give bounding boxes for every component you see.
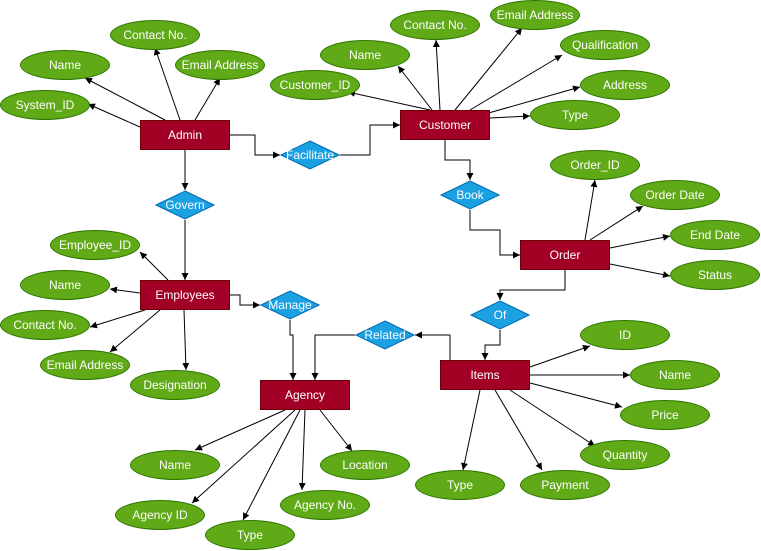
edge-admin-name <box>84 77 166 121</box>
attr-customer-id[interactable]: Customer_ID <box>270 70 360 100</box>
diamond-shape <box>440 180 500 210</box>
edge-employee-name <box>109 286 141 294</box>
edge-agency-location <box>319 409 353 452</box>
edge-customer-contact <box>432 39 441 111</box>
attr-employee-email[interactable]: Email Address <box>40 350 130 380</box>
edge-customer-name <box>397 65 433 111</box>
attr-agency-location[interactable]: Location <box>320 450 410 480</box>
attr-item-quantity[interactable]: Quantity <box>580 440 670 470</box>
edge-admin-facilitate <box>230 134 280 159</box>
edge-employees-manage <box>230 294 260 309</box>
edge-of-items <box>481 330 501 360</box>
attr-agency-no[interactable]: Agency No. <box>280 490 370 520</box>
diamond-shape <box>355 320 415 350</box>
diamond-shape <box>260 290 320 320</box>
attr-order-end-date[interactable]: End Date <box>670 220 760 250</box>
edge-customer-type <box>489 112 531 120</box>
attr-item-type[interactable]: Type <box>415 470 505 500</box>
attr-item-payment[interactable]: Payment <box>520 470 610 500</box>
edge-item-price <box>529 382 623 409</box>
edge-order-id <box>584 179 598 241</box>
edge-customer-book <box>444 140 474 180</box>
edge-agency-name <box>194 409 286 451</box>
edge-employee-designation <box>182 309 190 371</box>
edge-employee-id <box>139 251 169 281</box>
entity-agency[interactable]: Agency <box>260 380 350 410</box>
edge-order-date <box>589 205 644 241</box>
edge-related-agency <box>311 334 355 380</box>
attr-order-status[interactable]: Status <box>670 260 760 290</box>
edge-admin-contact <box>153 47 181 121</box>
relationship-govern-label: Govern <box>165 198 205 212</box>
entity-employees[interactable]: Employees <box>140 280 230 310</box>
diamond-shape <box>280 140 340 170</box>
attr-order-id[interactable]: Order_ID <box>550 150 640 180</box>
relationship-facilitate[interactable]: Facilitate <box>280 140 340 170</box>
edge-items-related <box>415 331 451 360</box>
relationship-of[interactable]: Of <box>470 300 530 330</box>
edge-book-order <box>469 210 520 259</box>
edge-order-end-date <box>609 233 671 249</box>
attr-item-id[interactable]: ID <box>580 320 670 350</box>
attr-agency-id[interactable]: Agency ID <box>115 500 205 530</box>
attr-admin-contact[interactable]: Contact No. <box>110 20 200 50</box>
edge-item-type <box>461 389 481 471</box>
attr-employee-name[interactable]: Name <box>20 270 110 300</box>
edge-admin-email <box>194 77 221 121</box>
attr-customer-address[interactable]: Address <box>580 70 670 100</box>
entity-customer[interactable]: Customer <box>400 110 490 140</box>
edge-employee-contact <box>89 309 146 329</box>
edge-customer-qualification <box>469 54 563 111</box>
attr-employee-contact[interactable]: Contact No. <box>0 310 90 340</box>
attr-admin-email[interactable]: Email Address <box>175 50 265 80</box>
attr-order-date[interactable]: Order Date <box>630 180 720 210</box>
relationship-facilitate-label: Facilitate <box>285 148 335 162</box>
attr-item-price[interactable]: Price <box>620 400 710 430</box>
edge-agency-type <box>242 409 301 521</box>
edge-item-quantity <box>509 389 596 447</box>
relationship-govern[interactable]: Govern <box>155 190 215 220</box>
diamond-shape <box>470 300 530 330</box>
edge-admin-system-id <box>87 103 141 128</box>
attr-admin-system-id[interactable]: System_ID <box>0 90 90 120</box>
attr-agency-type[interactable]: Type <box>205 520 295 550</box>
relationship-manage-label: Manage <box>268 298 312 312</box>
entity-items[interactable]: Items <box>440 360 530 390</box>
edge-agency-id <box>191 409 296 504</box>
relationship-book-label: Book <box>456 188 484 202</box>
edge-employee-email <box>109 309 161 353</box>
relationship-book[interactable]: Book <box>440 180 500 210</box>
edge-order-status <box>609 263 671 279</box>
relationship-of-label: Of <box>493 308 507 322</box>
attr-customer-email[interactable]: Email Address <box>490 0 580 30</box>
attr-customer-type[interactable]: Type <box>530 100 620 130</box>
entity-order[interactable]: Order <box>520 240 610 270</box>
edge-customer-address <box>484 85 581 115</box>
edge-item-id <box>529 345 591 368</box>
relationship-related-label: Related <box>364 328 406 342</box>
attr-item-name[interactable]: Name <box>630 360 720 390</box>
edge-agency-no <box>298 409 306 491</box>
attr-agency-name[interactable]: Name <box>130 450 220 480</box>
edge-facilitate-customer <box>340 121 400 156</box>
edge-order-of <box>496 270 566 300</box>
edge-manage-agency <box>289 320 297 380</box>
entity-admin[interactable]: Admin <box>140 120 230 150</box>
edge-customer-email <box>454 27 523 111</box>
attr-customer-qualification[interactable]: Qualification <box>560 30 650 60</box>
edge-customer-id <box>347 90 431 111</box>
relationship-related[interactable]: Related <box>355 320 415 350</box>
edge-item-payment <box>494 389 543 471</box>
connector-edges <box>84 27 671 521</box>
attr-admin-name[interactable]: Name <box>20 50 110 80</box>
attr-customer-contact[interactable]: Contact No. <box>390 10 480 40</box>
attr-employee-designation[interactable]: Designation <box>130 370 220 400</box>
attr-customer-name[interactable]: Name <box>320 40 410 70</box>
relationship-manage[interactable]: Manage <box>260 290 320 320</box>
attr-employee-id[interactable]: Employee_ID <box>50 230 140 260</box>
diamond-shape <box>155 190 215 220</box>
